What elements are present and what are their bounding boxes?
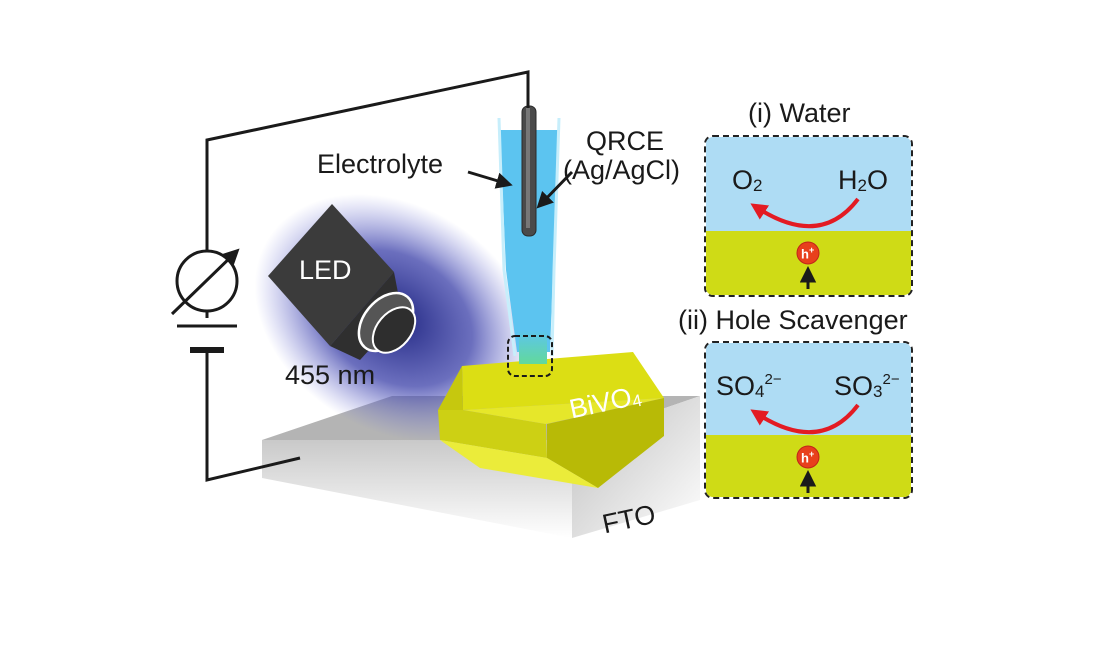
sulfite-label: SO32− <box>834 371 900 401</box>
panel-water-graphics <box>750 197 860 289</box>
battery-icon <box>177 324 237 353</box>
qrce-label: QRCE <box>586 126 665 156</box>
led-lamp-icon <box>268 204 417 360</box>
electrolyte-arrow <box>467 170 513 189</box>
hole-label: h+ <box>801 449 815 466</box>
panel-water-title: (i) Water <box>748 98 851 128</box>
tip-highlight-box <box>507 335 553 377</box>
hole-icon <box>796 241 820 265</box>
reaction-arrow <box>750 197 860 229</box>
panel-scavenger-graphics <box>750 403 860 493</box>
h2o-label: H2O <box>838 165 888 195</box>
hole-label: h+ <box>801 245 815 262</box>
panel-scavenger-liquid <box>706 343 911 439</box>
sulfate-label: SO42− <box>716 371 782 401</box>
qrce-pipette <box>497 105 561 377</box>
o2-label: O2 <box>732 165 763 195</box>
panel-scavenger-title: (ii) Hole Scavenger <box>678 305 908 335</box>
led-label: LED <box>299 255 352 285</box>
panel-water-liquid <box>706 137 911 235</box>
electrolyte-label: Electrolyte <box>317 149 444 179</box>
wavelength-label: 455 nm <box>285 360 376 390</box>
panel-scavenger: SO42− SO32− h+ <box>704 341 913 499</box>
reaction-arrow <box>750 403 860 435</box>
circuit-wire <box>205 70 530 482</box>
bivo4-crystal <box>438 352 664 488</box>
qrce-sublabel: (Ag/AgCl) <box>563 155 681 185</box>
panel-water: O2 H2O h+ <box>704 135 913 297</box>
annotation-arrows <box>467 170 574 209</box>
ammeter-icon <box>170 248 240 316</box>
hole-icon <box>796 445 820 469</box>
qrce-arrow <box>536 170 574 209</box>
